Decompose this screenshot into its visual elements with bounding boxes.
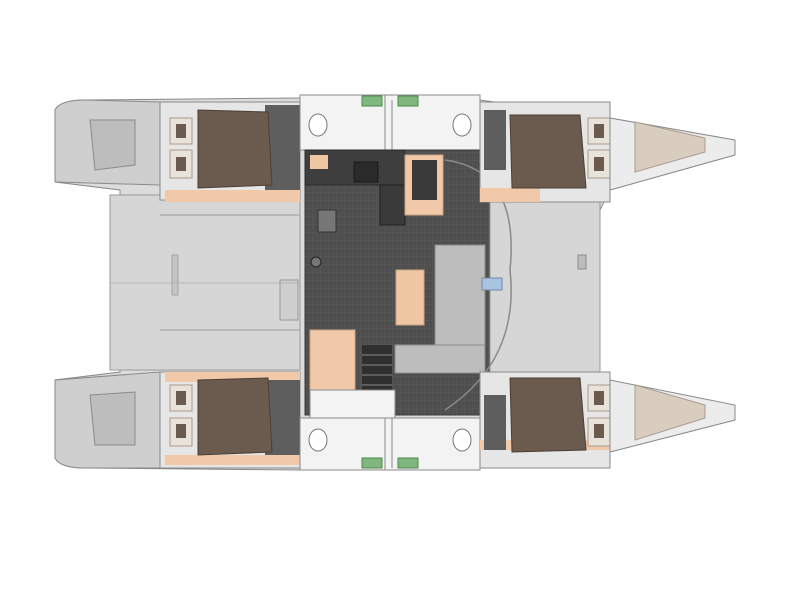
- saloon-table: [395, 269, 425, 326]
- pillow-starboard-aft-2-inner: [176, 424, 186, 438]
- toilet-starboard-fwd: [452, 428, 472, 452]
- helm-console: [481, 277, 503, 291]
- saloon-lower-bench: [309, 389, 396, 419]
- transom-step-starboard: [89, 391, 136, 446]
- galley-fridge: [379, 184, 406, 226]
- bow-port-trampoline: [634, 121, 706, 173]
- galley-bin: [310, 256, 322, 268]
- pillow-starboard-fwd-1-inner: [594, 391, 604, 405]
- cabin-port-fwd-dark: [484, 110, 506, 170]
- hatch-marker: [577, 254, 587, 270]
- head-port-green-1: [361, 95, 383, 107]
- bed-starboard-fwd: [509, 377, 587, 453]
- galley-wood-block: [310, 155, 328, 169]
- nav-steps: [412, 160, 437, 200]
- cabin-port-aft-wood: [165, 190, 300, 202]
- pillow-starboard-fwd-2-inner: [594, 424, 604, 438]
- saloon-seating-low: [394, 344, 486, 374]
- cabin-port-fwd-wood: [480, 188, 540, 202]
- cockpit-table: [279, 279, 299, 321]
- pillow-port-aft-2-inner: [176, 157, 186, 171]
- galley-stove: [353, 161, 379, 183]
- head-port-green-2: [397, 95, 419, 107]
- pillow-starboard-aft-1-inner: [176, 391, 186, 405]
- toilet-port-aft: [308, 113, 328, 137]
- cockpit-step: [171, 254, 179, 296]
- aft-cockpit-bench: [160, 214, 301, 331]
- aft-cockpit: [109, 194, 301, 371]
- forward-deck: [489, 199, 601, 376]
- cabin-starboard-aft-wood-b: [165, 455, 300, 465]
- bed-starboard-aft: [197, 377, 273, 456]
- toilet-port-fwd: [452, 113, 472, 137]
- stair-lines: [362, 354, 392, 386]
- galley-sink: [317, 209, 337, 233]
- saloon-cabinet: [309, 329, 356, 391]
- head-starboard-green-1: [361, 457, 383, 469]
- toilet-starboard-aft: [308, 428, 328, 452]
- bed-port-fwd: [509, 114, 587, 189]
- pillow-port-fwd-1-inner: [594, 124, 604, 138]
- cabin-starboard-aft-wood: [165, 372, 300, 382]
- bed-port-aft: [197, 109, 273, 189]
- transom-step-port: [89, 119, 136, 171]
- pillow-port-fwd-2-inner: [594, 157, 604, 171]
- cabin-starboard-fwd-dark: [484, 395, 506, 450]
- pillow-port-aft-1-inner: [176, 124, 186, 138]
- bow-starboard-trampoline: [634, 384, 706, 441]
- head-starboard-green-2: [397, 457, 419, 469]
